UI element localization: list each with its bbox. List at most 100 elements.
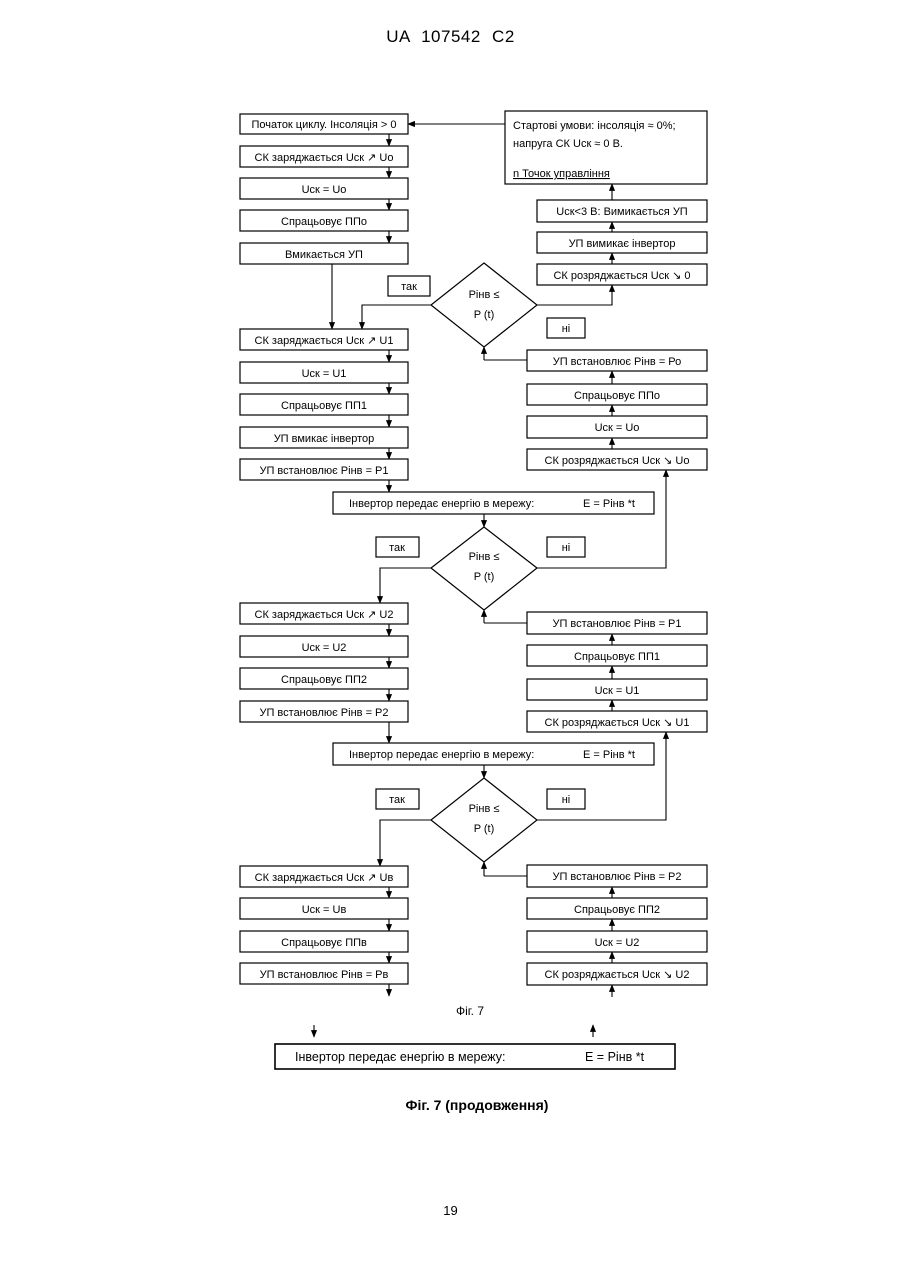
inverter-box-1: Інвертор передає енергію в мережу: E = Р… [333,492,654,514]
svg-text:СК розряджається Uск ↘ U2: СК розряджається Uск ↘ U2 [545,969,690,981]
right-box-set-p2: УП встановлює Рінв = Р2 [527,865,707,887]
left-box-set-p1: УП встановлює Рінв = Р1 [240,459,408,480]
svg-text:Початок циклу. Інсоляція > 0: Початок циклу. Інсоляція > 0 [252,119,397,131]
svg-text:СК заряджається Uск ↗ U2: СК заряджається Uск ↗ U2 [255,609,394,621]
svg-text:СК розряджається Uск ↘ 0: СК розряджається Uск ↘ 0 [553,270,690,282]
page-number: 19 [0,1203,901,1218]
svg-text:так: так [401,281,417,293]
svg-text:Спрацьовує ПП2: Спрацьовує ПП2 [574,904,660,916]
svg-text:Uск = Uв: Uск = Uв [302,904,347,916]
decision-3-yes-label: так [376,789,419,809]
svg-text:Інвертор передає енергію в мер: Інвертор передає енергію в мережу: [349,498,534,510]
svg-text:УП встановлює Рінв = Ро: УП встановлює Рінв = Ро [553,356,682,368]
svg-text:Рінв ≤: Рінв ≤ [469,289,500,301]
right-box-discharge-u1: СК розряджається Uск ↘ U1 [527,711,707,732]
figure-caption: Фіг. 7 [456,1004,484,1018]
left-box-set-pv: УП встановлює Рінв = Рв [240,963,408,984]
svg-text:E = Рінв *t: E = Рінв *t [583,498,635,510]
svg-text:Рінв ≤: Рінв ≤ [469,803,500,815]
left-box-ucap-u2: Uск = U2 [240,636,408,657]
right-box-ucap-u0: Uск = Uo [527,416,707,438]
right-box-set-p0: УП встановлює Рінв = Ро [527,350,707,371]
right-box-discharge-u2: СК розряджається Uск ↘ U2 [527,963,707,985]
right-box-ucap-u1: Uск = U1 [527,679,707,700]
svg-text:Uск = U1: Uск = U1 [595,685,640,697]
decision-1-no-label: ні [547,318,585,338]
decision-2: Рінв ≤ P (t) [431,527,537,610]
svg-text:так: так [389,794,405,806]
decision-2-no-label: ні [547,537,585,557]
left-box-charge-u0: СК заряджається Uск ↗ Uo [240,146,408,167]
svg-text:Uск = Uo: Uск = Uo [595,422,640,434]
svg-text:Вмикається УП: Вмикається УП [285,249,363,261]
svg-text:так: так [389,542,405,554]
start-conditions-box: Стартові умови: інсоляція ≈ 0%; напруга … [505,111,707,184]
left-box-ucap-uv: Uск = Uв [240,898,408,919]
decision-3-no-label: ні [547,789,585,809]
svg-text:n Точок управління: n Точок управління [513,168,610,180]
svg-text:P (t): P (t) [474,823,495,835]
right-box-controller-off: Uск<3 В: Вимикається УП [537,200,707,222]
left-box-ucap-u0: Uск = Uo [240,178,408,199]
left-box-inverter-on: УП вмикає інвертор [240,427,408,448]
svg-text:УП вимикає інвертор: УП вимикає інвертор [569,238,676,250]
svg-text:Спрацьовує ППв: Спрацьовує ППв [281,937,367,949]
svg-text:Uск<3 В: Вимикається УП: Uск<3 В: Вимикається УП [556,206,688,218]
right-box-inverter-off: УП вимикає інвертор [537,232,707,253]
svg-text:УП встановлює Рінв = Р2: УП встановлює Рінв = Р2 [259,707,388,719]
svg-text:СК заряджається Uск ↗ U1: СК заряджається Uск ↗ U1 [255,335,394,347]
left-box-charge-u2: СК заряджається Uск ↗ U2 [240,603,408,624]
left-box-set-p2: УП встановлює Рінв = Р2 [240,701,408,722]
right-box-trigger-pp0: Спрацьовує ППо [527,384,707,405]
svg-text:Спрацьовує ПП1: Спрацьовує ПП1 [574,651,660,663]
svg-text:ні: ні [562,323,571,335]
decision-1: Рінв ≤ P (t) [431,263,537,347]
left-box-trigger-pp1: Спрацьовує ПП1 [240,394,408,415]
right-box-ucap-u2: Uск = U2 [527,931,707,952]
svg-text:Спрацьовує ППо: Спрацьовує ППо [281,216,367,228]
svg-text:УП встановлює Рінв = Рв: УП встановлює Рінв = Рв [260,969,389,981]
svg-text:P (t): P (t) [474,309,495,321]
left-box-trigger-ppv: Спрацьовує ППв [240,931,408,952]
right-box-trigger-pp2: Спрацьовує ПП2 [527,898,707,919]
svg-text:Uск = U2: Uск = U2 [595,937,640,949]
svg-text:Uск = U2: Uск = U2 [302,642,347,654]
inverter-box-final: Інвертор передає енергію в мережу: E = Р… [275,1044,675,1069]
left-box-ucap-u1: Uск = U1 [240,362,408,383]
right-box-set-p1: УП встановлює Рінв = Р1 [527,612,707,634]
left-box-trigger-pp2: Спрацьовує ПП2 [240,668,408,689]
right-box-trigger-pp1: Спрацьовує ПП1 [527,645,707,666]
svg-text:СК розряджається Uск ↘ Uo: СК розряджається Uск ↘ Uo [545,455,690,467]
continuation-arrows [314,1025,593,1037]
svg-text:ні: ні [562,542,571,554]
inverter-box-2: Інвертор передає енергію в мережу: E = Р… [333,743,654,765]
svg-text:Спрацьовує ППо: Спрацьовує ППо [574,390,660,402]
left-box-charge-uv: СК заряджається Uск ↗ Uв [240,866,408,887]
svg-text:ні: ні [562,794,571,806]
svg-text:Стартові умови: інсоляція ≈: Стартові умови: інсоляція ≈ 0%; [513,120,676,132]
left-box-cycle-start: Початок циклу. Інсоляція > 0 [240,114,408,134]
svg-text:СК заряджається Uск ↗ Uo: СК заряджається Uск ↗ Uo [255,152,394,164]
figure-caption-continued: Фіг. 7 (продовження) [406,1097,549,1113]
right-box-discharge-u0: СК розряджається Uск ↘ Uo [527,449,707,470]
svg-text:E = Рінв *t: E = Рінв *t [583,749,635,761]
svg-text:E = Рінв *t: E = Рінв *t [585,1050,645,1064]
decision-2-yes-label: так [376,537,419,557]
left-box-charge-u1: СК заряджається Uск ↗ U1 [240,329,408,350]
svg-text:СК розряджається Uск ↘ U1: СК розряджається Uск ↘ U1 [545,717,690,729]
svg-text:Uск = Uo: Uск = Uo [302,184,347,196]
svg-text:УП встановлює Рінв = Р2: УП встановлює Рінв = Р2 [552,871,681,883]
svg-text:напруга СК Uск ≈ 0 В.: напруга СК Uск ≈ 0 В. [513,138,623,150]
svg-text:Інвертор передає енергію в мер: Інвертор передає енергію в мережу: [349,749,534,761]
svg-text:УП встановлює Рінв = Р1: УП встановлює Рінв = Р1 [259,465,388,477]
left-box-controller-on: Вмикається УП [240,243,408,264]
svg-text:P (t): P (t) [474,571,495,583]
svg-text:УП вмикає інвертор: УП вмикає інвертор [274,433,375,445]
svg-text:УП встановлює Рінв = Р1: УП встановлює Рінв = Р1 [552,618,681,630]
right-box-discharge-0: СК розряджається Uск ↘ 0 [537,264,707,285]
svg-text:Спрацьовує ПП1: Спрацьовує ПП1 [281,400,367,412]
left-box-trigger-pp0: Спрацьовує ППо [240,210,408,231]
svg-text:Спрацьовує ПП2: Спрацьовує ПП2 [281,674,367,686]
svg-text:Інвертор передає енергію в мер: Інвертор передає енергію в мережу: [295,1050,506,1064]
